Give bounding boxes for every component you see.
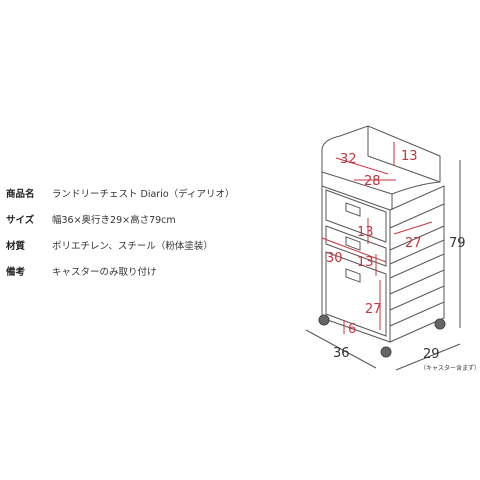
chest-outline xyxy=(321,125,445,343)
dim-drawer-depth: 27 xyxy=(405,236,422,251)
dim-total-height: 79 xyxy=(449,236,466,251)
spec-label: 備考 xyxy=(6,267,26,278)
dim-top-height: 13 xyxy=(401,149,418,164)
spec-row-size: サイズ 幅36×奥行き29×高さ79cm xyxy=(6,206,246,232)
spec-value: ランドリーチェスト Diario（ディアリオ） xyxy=(52,189,235,200)
dim-depth: 29 xyxy=(423,347,440,362)
dim-drawer-width: 30 xyxy=(326,251,343,266)
spec-value: キャスターのみ取り付け xyxy=(52,267,157,278)
casters xyxy=(318,314,446,358)
dim-drawer-height-1: 13 xyxy=(357,225,374,240)
spec-label: 商品名 xyxy=(6,189,35,200)
spec-value: 幅36×奥行き29×高さ79cm xyxy=(52,215,176,226)
spec-row-name: 商品名 ランドリーチェスト Diario（ディアリオ） xyxy=(6,180,246,206)
dimension-lines xyxy=(321,142,433,334)
spec-label: サイズ xyxy=(6,215,35,226)
dim-top-width: 32 xyxy=(340,152,357,167)
spec-row-notes: 備考 キャスターのみ取り付け xyxy=(6,258,246,284)
spec-value: ポリエチレン、スチール（粉体塗装） xyxy=(52,241,213,252)
dim-caster-height: 6 xyxy=(348,322,356,337)
dim-drawer-height-3: 27 xyxy=(365,302,382,317)
spec-label: 材質 xyxy=(6,241,26,252)
overall-dimension-lines xyxy=(305,160,461,371)
dim-width: 36 xyxy=(333,346,350,361)
dim-drawer-height-2: 13 xyxy=(357,255,374,270)
spec-row-material: 材質 ポリエチレン、スチール（粉体塗装） xyxy=(6,232,246,258)
spec-table: 商品名 ランドリーチェスト Diario（ディアリオ） サイズ 幅36×奥行き2… xyxy=(6,180,246,284)
dim-top-inner: 28 xyxy=(364,174,381,189)
depth-note: （キャスター含まず） xyxy=(420,364,480,372)
